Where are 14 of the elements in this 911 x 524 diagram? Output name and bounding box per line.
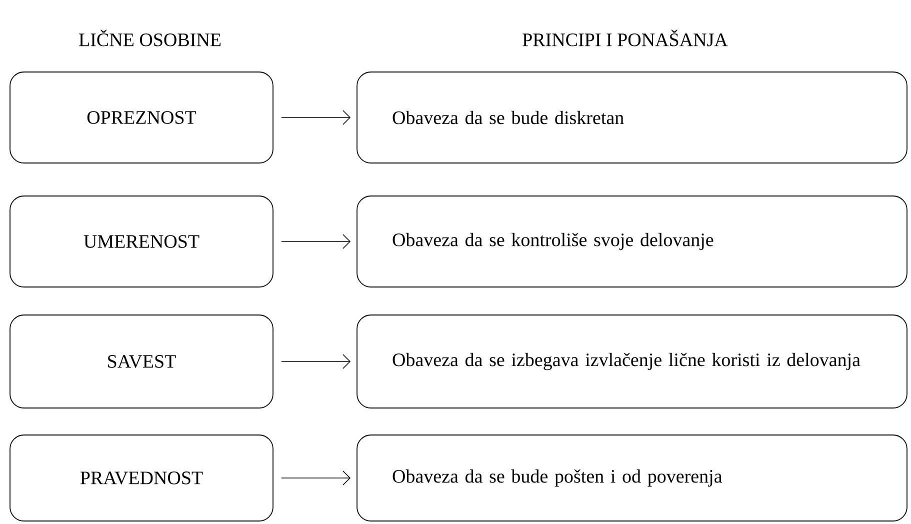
rounded-box: SAVEST [10,314,274,408]
arrow [281,470,351,486]
rounded-box: PRAVEDNOST [10,434,274,522]
rounded-box: UMERENOST [10,196,274,288]
column-heading: PRINCIPI I PONAŠANJA [522,30,728,46]
column-heading: LIČNE OSOBINE [79,30,221,46]
rounded-box: Obaveza da se izbegava izvlačenje lične koristi iz delovanja [356,314,908,408]
rounded-box: Obaveza da se bude pošten i od poverenja [356,434,908,522]
rounded-box: OPREZNOST [10,72,274,164]
rounded-box: Obaveza da se bude diskretan [356,72,908,164]
arrow [281,234,351,249]
arrow [281,354,351,369]
arrow [281,110,351,125]
rounded-box: Obaveza da se kontroliše svoje delovanje [356,196,908,288]
